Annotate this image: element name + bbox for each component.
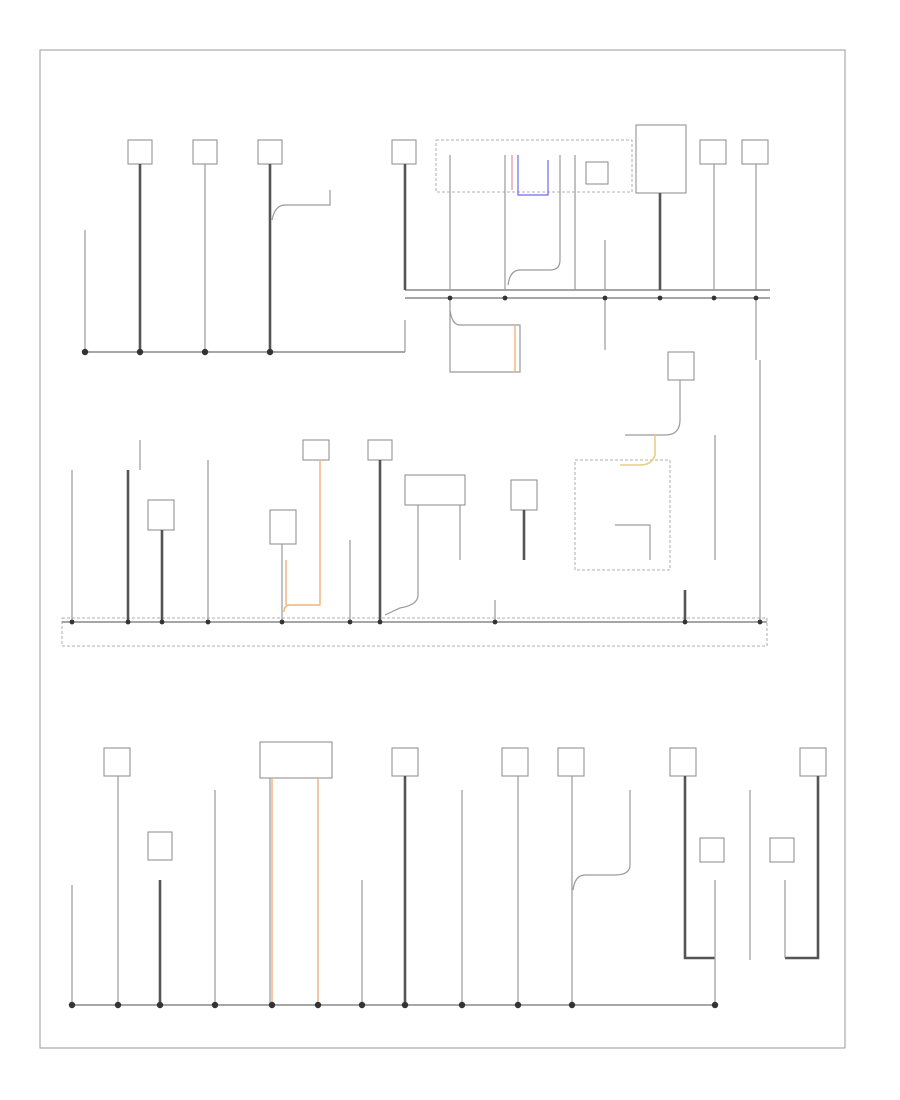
connector-node xyxy=(347,619,353,625)
connector-node xyxy=(657,295,663,301)
connector-node xyxy=(753,295,759,301)
ground-node xyxy=(156,1001,164,1009)
relay-box xyxy=(585,161,609,185)
connector-node xyxy=(492,619,498,625)
connector-node xyxy=(711,295,717,301)
connector-node xyxy=(602,295,608,301)
ground-node xyxy=(314,1001,322,1009)
component-box xyxy=(103,747,131,777)
ground-node xyxy=(401,1001,409,1009)
component-box xyxy=(302,439,330,461)
ground-node xyxy=(68,1001,76,1009)
ground-node xyxy=(568,1001,576,1009)
wire xyxy=(449,298,521,373)
component-box xyxy=(667,351,695,381)
component-box xyxy=(257,139,283,165)
component-box xyxy=(269,509,297,545)
connector-node xyxy=(502,295,508,301)
component-box xyxy=(741,139,769,165)
connector-node xyxy=(757,619,763,625)
wire xyxy=(384,505,419,616)
ground-node xyxy=(266,348,274,356)
component-box xyxy=(147,499,175,531)
ground-node xyxy=(211,1001,219,1009)
wire xyxy=(785,776,820,960)
component-box xyxy=(699,139,727,165)
component-box xyxy=(769,837,795,863)
connector-node xyxy=(159,619,165,625)
connector-node xyxy=(447,295,453,301)
ground-node xyxy=(201,348,209,356)
module-outline-middle xyxy=(574,459,671,571)
middle-section xyxy=(61,351,768,647)
component-box xyxy=(127,139,153,165)
wire-orange xyxy=(283,460,321,613)
top-section xyxy=(81,124,770,373)
connector-node xyxy=(125,619,131,625)
ground-node xyxy=(81,348,89,356)
ground-node xyxy=(358,1001,366,1009)
connector-node xyxy=(682,619,688,625)
module-box xyxy=(635,124,687,194)
component-box xyxy=(192,139,218,165)
wire xyxy=(615,524,651,560)
connector-outline-middle xyxy=(61,617,768,647)
component-box xyxy=(391,747,419,777)
connector-node xyxy=(69,619,75,625)
connector-node xyxy=(279,619,285,625)
module-outline xyxy=(435,139,633,193)
ground-node xyxy=(514,1001,522,1009)
wire xyxy=(625,400,681,436)
wire xyxy=(572,790,631,891)
wire xyxy=(507,155,561,286)
module-box xyxy=(259,741,333,779)
component-box xyxy=(557,747,585,777)
ground-node xyxy=(711,1001,719,1009)
ground-node xyxy=(114,1001,122,1009)
component-box xyxy=(699,837,725,863)
connector-node xyxy=(377,619,383,625)
component-box xyxy=(510,479,538,511)
wire xyxy=(271,190,331,221)
ground-node xyxy=(268,1001,276,1009)
component-box xyxy=(391,139,417,165)
wire-yellow xyxy=(620,435,656,466)
connector-node xyxy=(205,619,211,625)
diagram-frame xyxy=(39,49,846,1049)
component-box xyxy=(669,747,697,777)
wire-blue xyxy=(517,155,549,196)
bottom-section xyxy=(68,741,827,1009)
component-box xyxy=(501,747,529,777)
wire xyxy=(683,776,715,960)
ground-node xyxy=(136,348,144,356)
component-box xyxy=(799,747,827,777)
component-box xyxy=(367,439,393,461)
component-box xyxy=(147,831,173,861)
ground-node xyxy=(458,1001,466,1009)
component-box xyxy=(404,474,466,506)
